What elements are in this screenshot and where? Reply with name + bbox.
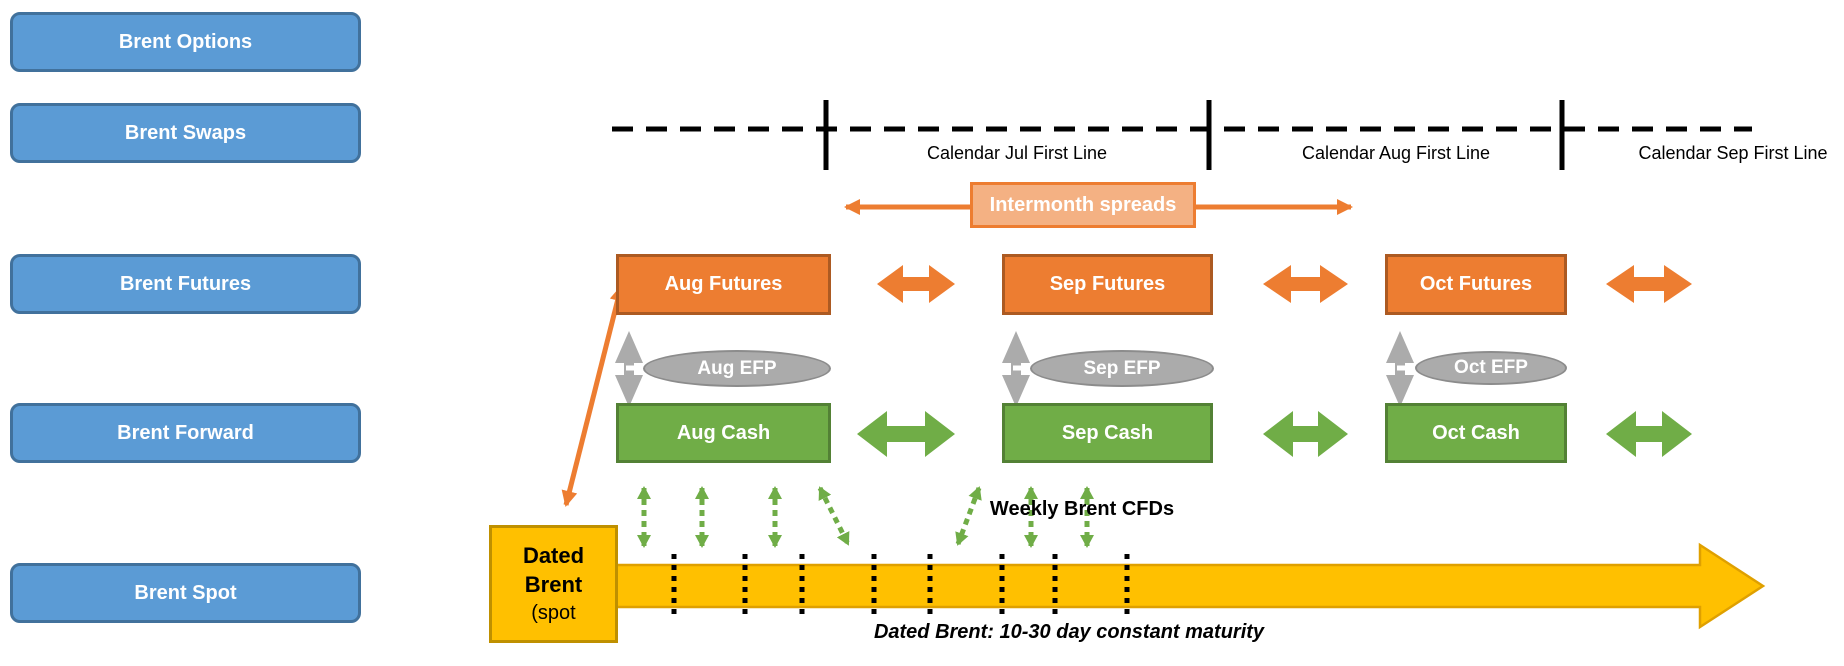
dated-brent-timeline-arrow bbox=[613, 542, 1766, 630]
cash-box-aug: Aug Cash bbox=[616, 403, 831, 463]
sidebar-box-brent-futures: Brent Futures bbox=[10, 254, 361, 314]
calendar-label-jul: Calendar Jul First Line bbox=[926, 143, 1108, 163]
efp-ellipse-oct: Oct EFP bbox=[1415, 351, 1567, 385]
dated-brent-line3: (spot bbox=[531, 601, 576, 624]
futures-spread-arrow bbox=[877, 265, 955, 303]
dated-brent-line2: Brent bbox=[524, 572, 583, 597]
futures-spread-arrow bbox=[1606, 265, 1692, 303]
sidebar-box-brent-options: Brent Options bbox=[10, 12, 361, 72]
cash-spread-arrow bbox=[1263, 411, 1348, 457]
efp-ellipse-sep: Sep EFP bbox=[1030, 350, 1214, 387]
sidebar-box-label: Brent Spot bbox=[134, 581, 237, 604]
dated-brent-line1: Dated bbox=[522, 543, 585, 569]
sidebar-box-label: Brent Options bbox=[118, 30, 253, 53]
futures-box-sep: Sep Futures bbox=[1002, 254, 1213, 315]
dated-brent-maturity-note: Dated Brent: 10-30 day constant maturity bbox=[873, 621, 1265, 643]
efp-vertical-arrow bbox=[999, 331, 1035, 407]
sidebar-box-brent-swaps: Brent Swaps bbox=[10, 103, 361, 163]
sidebar-box-label: Brent Swaps bbox=[124, 121, 247, 144]
calendar-label-aug: Calendar Aug First Line bbox=[1301, 143, 1491, 163]
cash-spread-arrow bbox=[857, 411, 955, 457]
cash-spread-arrow bbox=[1606, 411, 1692, 457]
efp-ellipse-aug: Aug EFP bbox=[643, 350, 831, 387]
sidebar-box-label: Brent Futures bbox=[119, 272, 252, 295]
cash-box-sep: Sep Cash bbox=[1002, 403, 1213, 463]
cash-box-oct: Oct Cash bbox=[1385, 403, 1567, 463]
sidebar-box-label: Brent Forward bbox=[117, 421, 254, 444]
futures-box-oct: Oct Futures bbox=[1385, 254, 1567, 315]
calendar-tick-marks bbox=[823, 100, 1565, 170]
futures-spread-arrow bbox=[1263, 265, 1348, 303]
efp-vertical-arrow bbox=[1383, 331, 1419, 407]
sidebar-box-brent-spot: Brent Spot bbox=[10, 563, 361, 623]
calendar-label-sep: Calendar Sep First Line bbox=[1638, 143, 1828, 163]
sidebar-box-brent-forward: Brent Forward bbox=[10, 403, 361, 463]
dated-brent-box: Dated Brent (spot bbox=[489, 525, 618, 643]
cfd-link-arrows bbox=[637, 486, 1094, 548]
intermonth-spreads-box: Intermonth spreads bbox=[970, 182, 1196, 228]
weekly-brent-cfds-label: Weekly Brent CFDs bbox=[989, 498, 1175, 520]
futures-box-aug: Aug Futures bbox=[616, 254, 831, 315]
spot-to-futures-arrow bbox=[561, 285, 626, 507]
